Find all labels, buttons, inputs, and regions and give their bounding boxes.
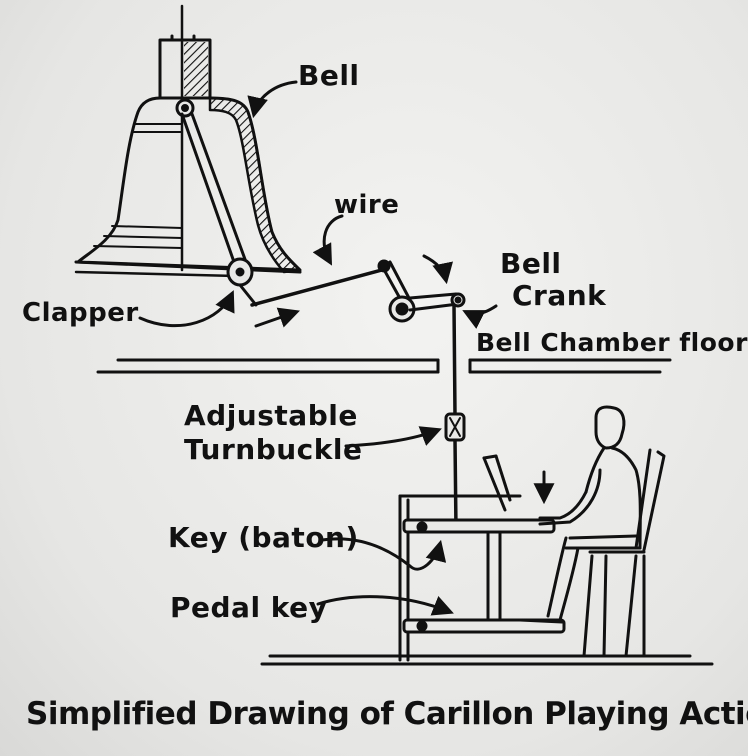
wire-and-crank (250, 259, 466, 532)
bell-chamber-floor-label: Bell Chamber floor (476, 328, 748, 357)
bell-label: Bell (298, 59, 360, 92)
clapper-label: Clapper (22, 298, 139, 328)
turnbuckle-label-line1: Adjustable (184, 399, 358, 432)
arrows (138, 80, 555, 616)
diagram-title: Simplified Drawing of Carillon Playing A… (26, 696, 748, 732)
console (260, 454, 714, 666)
pedal-key-label: Pedal key (170, 591, 328, 624)
bell (74, 4, 302, 307)
bell-chamber-floor (96, 358, 672, 374)
turnbuckle-label-line2: Turnbuckle (184, 433, 363, 466)
player (518, 405, 666, 658)
wire-label: wire (334, 190, 400, 220)
bell-crank-label-line2: Crank (512, 279, 607, 312)
bell-crank-label-line1: Bell (500, 247, 562, 280)
key-label: Key (baton) (168, 521, 359, 554)
